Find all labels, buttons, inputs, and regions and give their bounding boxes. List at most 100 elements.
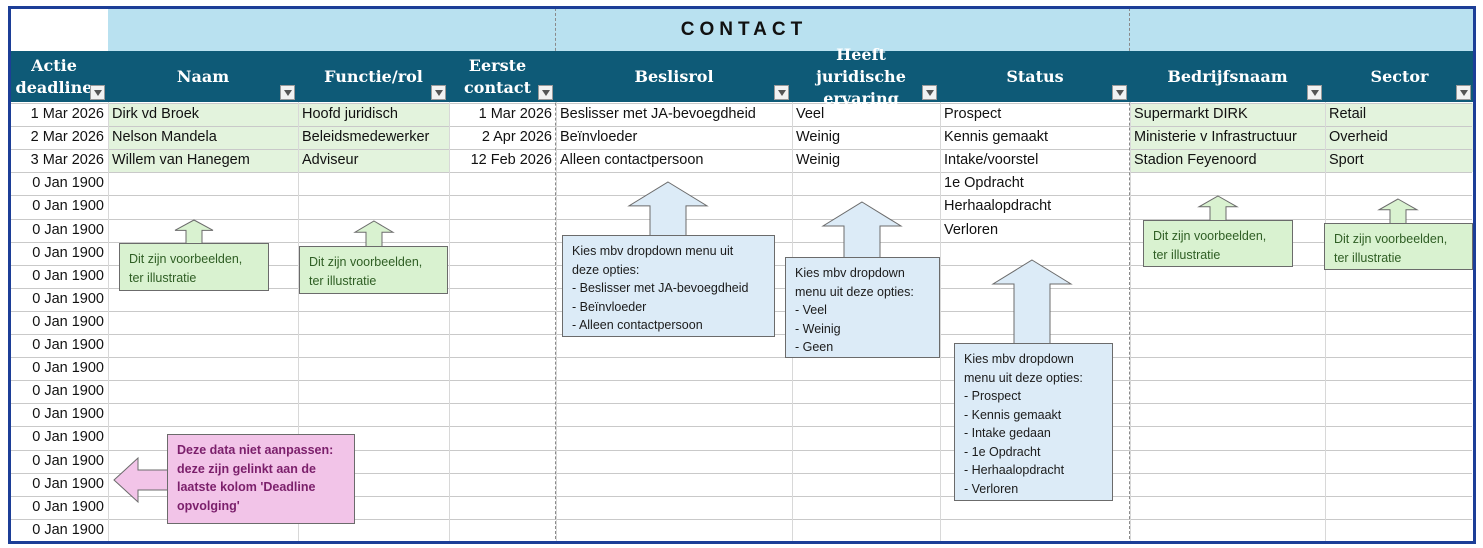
cell-beslisrol[interactable]: Alleen contactpersoon — [560, 152, 704, 168]
cell-actie[interactable]: 0 Jan 1900 — [32, 429, 104, 445]
section-divider — [1129, 8, 1130, 544]
column-gridline — [556, 102, 557, 543]
example-cells-bg — [108, 103, 449, 173]
cell-actie[interactable]: 0 Jan 1900 — [32, 499, 104, 515]
note-beslisrol: Kies mbv dropdown menu uit deze opties: … — [562, 235, 775, 337]
cell-bedrijf[interactable]: Ministerie v Infrastructuur — [1134, 129, 1297, 145]
cell-beslisrol[interactable]: Beïnvloeder — [560, 129, 638, 145]
row-gridline — [10, 172, 1472, 173]
cell-actie[interactable]: 0 Jan 1900 — [32, 522, 104, 538]
row-gridline — [10, 103, 1472, 104]
note-sector: Dit zijn voorbeelden, ter illustratie — [1324, 223, 1473, 270]
row-gridline — [10, 149, 1472, 150]
header-status: Status — [1006, 66, 1064, 86]
cell-eerste[interactable]: 2 Apr 2026 — [481, 129, 552, 145]
row-gridline — [10, 519, 1472, 520]
cell-actie[interactable]: 0 Jan 1900 — [32, 198, 104, 214]
cell-actie[interactable]: 0 Jan 1900 — [32, 383, 104, 399]
header-bedrijf: Bedrijfsnaam — [1167, 66, 1288, 86]
note-status: Kies mbv dropdown menu uit deze opties: … — [954, 343, 1113, 501]
cell-actie[interactable]: 3 Mar 2026 — [30, 152, 104, 168]
row-gridline — [10, 195, 1472, 196]
cell-bedrijf[interactable]: Supermarkt DIRK — [1134, 106, 1248, 122]
column-gridline — [1325, 102, 1326, 543]
row-gridline — [10, 380, 1472, 381]
filter-dropdown-status[interactable] — [1112, 85, 1127, 100]
cell-actie[interactable]: 0 Jan 1900 — [32, 406, 104, 422]
cell-status[interactable]: Verloren — [944, 222, 999, 238]
row-gridline — [10, 126, 1472, 127]
note-bedrijf: Dit zijn voorbeelden, ter illustratie — [1143, 220, 1293, 267]
cell-naam[interactable]: Willem van Hanegem — [112, 152, 250, 168]
note-juridisch: Kies mbv dropdown menu uit deze opties: … — [785, 257, 940, 358]
filter-dropdown-sector[interactable] — [1456, 85, 1471, 100]
cell-naam[interactable]: Dirk vd Broek — [112, 106, 200, 122]
filter-dropdown-functie[interactable] — [431, 85, 446, 100]
note-deadline: Deze data niet aanpassen: deze zijn geli… — [167, 434, 355, 524]
row-gridline — [10, 426, 1472, 427]
row-gridline — [10, 496, 1472, 497]
filter-dropdown-naam[interactable] — [280, 85, 295, 100]
column-gridline — [940, 102, 941, 543]
cell-status[interactable]: 1e Opdracht — [944, 175, 1024, 191]
section-band — [108, 8, 1474, 51]
header-background — [10, 51, 1474, 102]
row-gridline — [10, 357, 1472, 358]
cell-actie[interactable]: 0 Jan 1900 — [32, 291, 104, 307]
cell-status[interactable]: Kennis gemaakt — [944, 129, 1048, 145]
cell-sector[interactable]: Sport — [1329, 152, 1364, 168]
header-beslisrol: Beslisrol — [634, 66, 714, 86]
cell-actie[interactable]: 0 Jan 1900 — [32, 268, 104, 284]
column-gridline — [449, 102, 450, 543]
cell-actie[interactable]: 0 Jan 1900 — [32, 453, 104, 469]
cell-functie[interactable]: Adviseur — [302, 152, 359, 168]
column-gridline — [298, 102, 299, 543]
cell-actie[interactable]: 0 Jan 1900 — [32, 476, 104, 492]
row-gridline — [10, 450, 1472, 451]
example-cells-bg — [1130, 103, 1474, 173]
cell-beslisrol[interactable]: Beslisser met JA-bevoegdheid — [560, 106, 756, 122]
row-gridline — [10, 219, 1472, 220]
note-naam: Dit zijn voorbeelden, ter illustratie — [119, 243, 269, 291]
filter-dropdown-eerste[interactable] — [538, 85, 553, 100]
section-divider — [555, 8, 556, 544]
filter-dropdown-actie[interactable] — [90, 85, 105, 100]
header-eerste: Eerste contact — [464, 55, 531, 97]
row-gridline — [10, 403, 1472, 404]
cell-actie[interactable]: 0 Jan 1900 — [32, 337, 104, 353]
cell-actie[interactable]: 0 Jan 1900 — [32, 360, 104, 376]
header-actie: Actie deadline — [15, 55, 93, 97]
cell-status[interactable]: Herhaalopdracht — [944, 198, 1052, 214]
cell-actie[interactable]: 0 Jan 1900 — [32, 245, 104, 261]
cell-status[interactable]: Intake/voorstel — [944, 152, 1039, 168]
cell-sector[interactable]: Overheid — [1329, 129, 1388, 145]
filter-dropdown-beslisrol[interactable] — [774, 85, 789, 100]
cell-actie[interactable]: 0 Jan 1900 — [32, 314, 104, 330]
cell-eerste[interactable]: 12 Feb 2026 — [470, 152, 552, 168]
cell-eerste[interactable]: 1 Mar 2026 — [478, 106, 552, 122]
cell-functie[interactable]: Beleidsmedewerker — [302, 129, 430, 145]
cell-functie[interactable]: Hoofd juridisch — [302, 106, 398, 122]
cell-actie[interactable]: 0 Jan 1900 — [32, 222, 104, 238]
corner-cell — [10, 8, 108, 51]
header-naam: Naam — [176, 66, 230, 86]
filter-dropdown-juridisch[interactable] — [922, 85, 937, 100]
filter-dropdown-bedrijf[interactable] — [1307, 85, 1322, 100]
cell-actie[interactable]: 1 Mar 2026 — [30, 106, 104, 122]
cell-actie[interactable]: 0 Jan 1900 — [32, 175, 104, 191]
column-gridline — [108, 102, 109, 543]
cell-juridisch[interactable]: Weinig — [796, 129, 841, 145]
cell-naam[interactable]: Nelson Mandela — [112, 129, 217, 145]
section-title: CONTACT — [680, 19, 808, 40]
cell-actie[interactable]: 2 Mar 2026 — [30, 129, 104, 145]
column-gridline — [1130, 102, 1131, 543]
header-sector: Sector — [1370, 66, 1429, 86]
cell-status[interactable]: Prospect — [944, 106, 1002, 122]
cell-juridisch[interactable]: Weinig — [796, 152, 841, 168]
row-gridline — [10, 473, 1472, 474]
cell-juridisch[interactable]: Veel — [796, 106, 825, 122]
header-functie: Functie/rol — [324, 66, 423, 86]
cell-sector[interactable]: Retail — [1329, 106, 1367, 122]
cell-bedrijf[interactable]: Stadion Feyenoord — [1134, 152, 1257, 168]
